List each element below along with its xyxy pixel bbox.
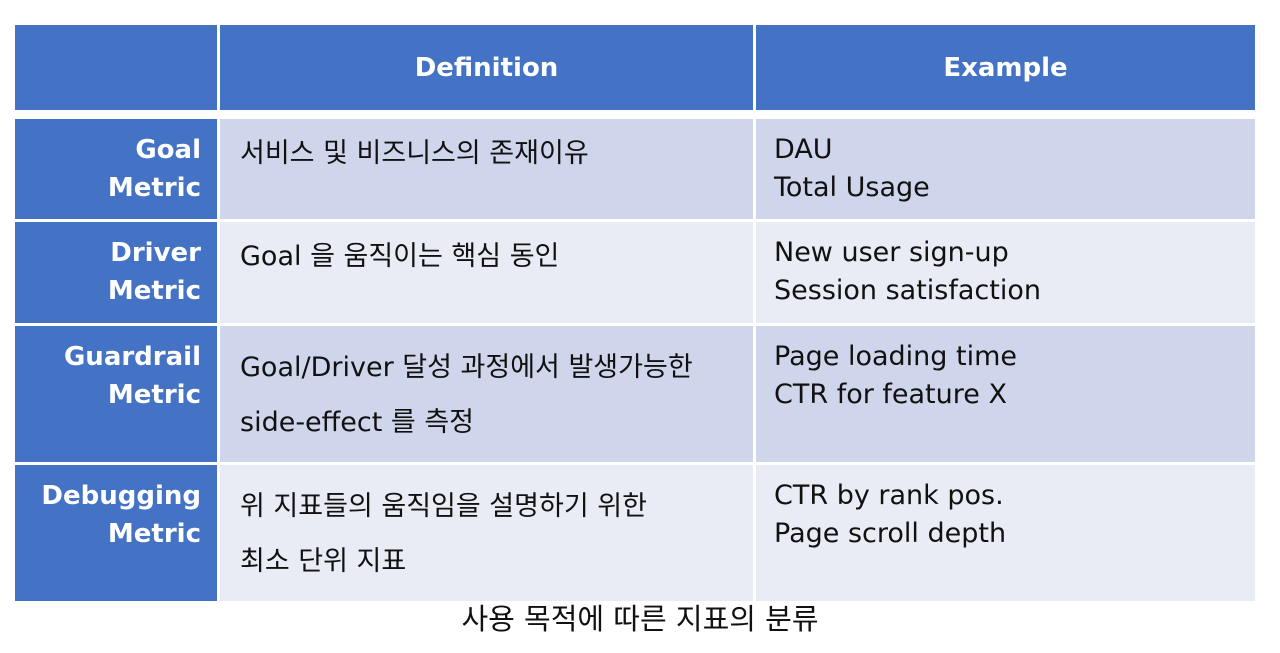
table-row-goal-metric: Goal Metric 서비스 및 비즈니스의 존재이유 DAU Total U… — [12, 113, 1258, 222]
metric-name-cell: Driver Metric — [12, 219, 220, 326]
table-header-row: Definition Example — [12, 22, 1258, 119]
table-row-debugging-metric: Debugging Metric 위 지표들의 움직임을 설명하기 위한 최소 … — [12, 462, 1258, 604]
metrics-classification-table: Definition Example Goal Metric 서비스 및 비즈니… — [12, 22, 1258, 604]
metric-name-cell: Goal Metric — [12, 113, 220, 222]
definition-cell: Goal/Driver 달성 과정에서 발생가능한 side-effect 를 … — [217, 323, 756, 465]
example-cell: New user sign-up Session satisfaction — [753, 219, 1258, 326]
header-example: Example — [753, 22, 1258, 119]
table-row-driver-metric: Driver Metric Goal 을 움직이는 핵심 동인 New user… — [12, 219, 1258, 326]
table-caption: 사용 목적에 따른 지표의 분류 — [461, 602, 819, 636]
example-cell: Page loading time CTR for feature X — [753, 323, 1258, 465]
header-definition: Definition — [217, 22, 756, 119]
header-corner-cell — [12, 22, 220, 119]
definition-cell: Goal 을 움직이는 핵심 동인 — [217, 219, 756, 326]
example-cell: CTR by rank pos. Page scroll depth — [753, 462, 1258, 604]
example-cell: DAU Total Usage — [753, 113, 1258, 222]
definition-cell: 위 지표들의 움직임을 설명하기 위한 최소 단위 지표 — [217, 462, 756, 604]
metric-name-cell: Debugging Metric — [12, 462, 220, 604]
table-row-guardrail-metric: Guardrail Metric Goal/Driver 달성 과정에서 발생가… — [12, 323, 1258, 465]
definition-cell: 서비스 및 비즈니스의 존재이유 — [217, 113, 756, 222]
metric-name-cell: Guardrail Metric — [12, 323, 220, 465]
